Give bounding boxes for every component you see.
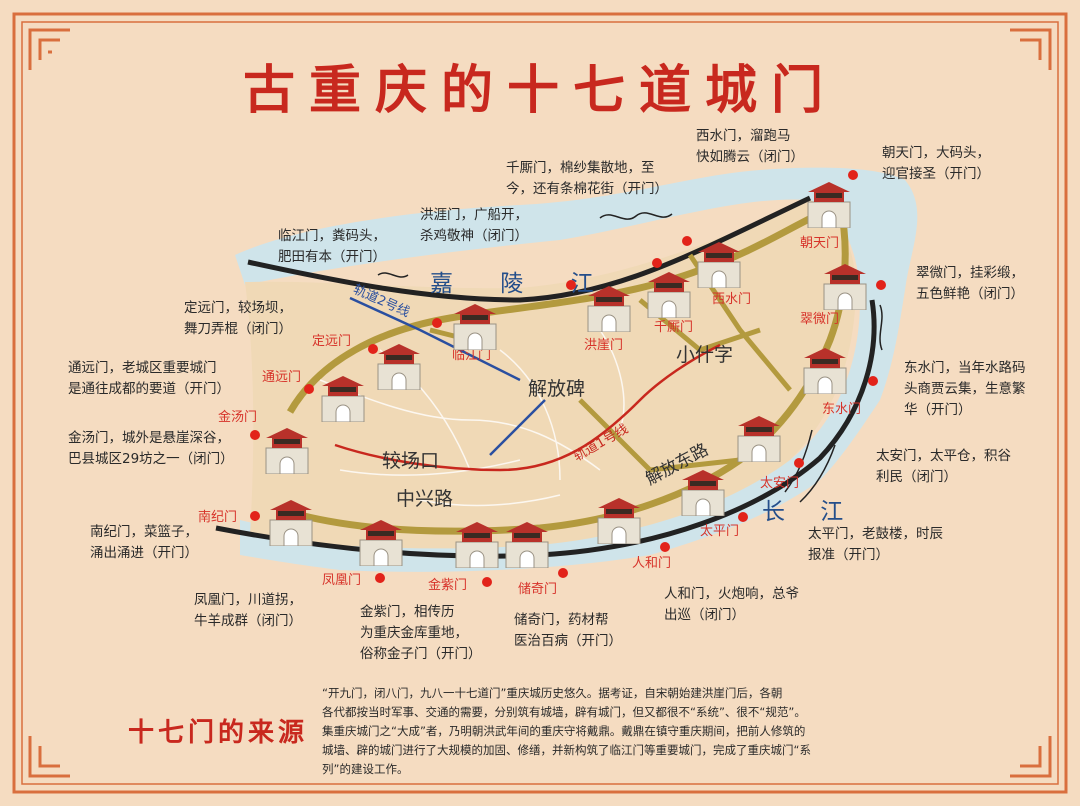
gate-marker-dot <box>250 511 260 521</box>
gate-note-dingyuanmen: 定远门，较场坝， 舞刀弄棍（闭门） <box>184 300 292 337</box>
map-label-renhemen: 人和门 <box>632 556 672 571</box>
gate-tower-icon <box>678 468 728 517</box>
gate-note-linjiangmen: 临江门，粪码头， 肥田有本（开门） <box>278 228 386 265</box>
gate-note-chuqimen: 储奇门，药材帮 医治百病（开门） <box>514 612 622 649</box>
gate-note-cuiweimen: 翠微门，挂彩缎， 五色鲜艳（闭门） <box>916 265 1024 302</box>
gate-note-chaotianmen: 朝天门，大码头， 迎官接圣（开门） <box>882 145 990 182</box>
gate-marker-dot <box>794 458 804 468</box>
map-label-cuiweimen: 翠微门 <box>800 312 840 327</box>
gate-tower-icon <box>694 240 744 289</box>
gate-marker-dot <box>250 430 260 440</box>
map-label-jintangmen: 金汤门 <box>218 410 258 425</box>
jialing-bank-line <box>247 195 812 303</box>
map-label-taipingmen: 太平门 <box>700 524 740 539</box>
gate-tower-icon <box>266 498 316 547</box>
gate-tower-icon <box>644 270 694 319</box>
map-label-chuqimen: 储奇门 <box>518 582 558 597</box>
map-label-jinzimen: 金紫门 <box>428 578 468 593</box>
yangtze-river-label: 长 江 <box>762 499 858 525</box>
gate-note-jinzimen: 金紫门，相传历 为重庆金库重地， 俗称金子门（开门） <box>360 604 482 662</box>
metro-line-2 <box>349 296 521 382</box>
gate-note-hongyamen: 洪涯门，广船开， 杀鸡敬神（闭门） <box>420 207 528 244</box>
place-jiefangbei: 解放碑 <box>528 378 586 400</box>
gate-tower-icon <box>804 180 854 229</box>
origin-section-text: “开九门，闭八门，九八一十七道门”重庆城历史悠久。据考证，自宋朝始建洪崖门后，各… <box>322 686 811 776</box>
decorative-border <box>12 12 1068 794</box>
gate-marker-dot <box>868 376 878 386</box>
gate-tower-icon <box>356 518 406 567</box>
gate-tower-icon <box>584 284 634 333</box>
gate-tower-icon <box>734 414 784 463</box>
gate-marker-dot <box>848 170 858 180</box>
gate-note-xishuimen: 西水门，溜跑马 快如腾云（闭门） <box>696 128 804 165</box>
gate-note-jintangmen: 金汤门，城外是悬崖深谷， 巴县城区29坊之一（闭门） <box>68 430 234 467</box>
poster-title: 古重庆的十七道城门 <box>242 60 837 121</box>
gate-marker-dot <box>375 573 385 583</box>
map-label-dongshuimen: 东水门 <box>822 402 862 417</box>
gate-note-dongshuimen: 东水门，当年水路码 头商贾云集，生意繁 华（开门） <box>904 360 1026 418</box>
gate-tower-icon <box>452 520 502 569</box>
gate-tower-icon <box>594 496 644 545</box>
road-network <box>429 253 792 473</box>
place-xiaoshizi: 小什字 <box>676 344 734 366</box>
gate-note-tongyuanmen: 通远门，老城区重要城门 是通往成都的要道（开门） <box>68 360 230 397</box>
gate-tower-icon <box>318 374 368 423</box>
origin-section-title: 十七门的来源 <box>128 718 309 748</box>
map-label-fenghuangmen: 凤凰门 <box>322 573 362 588</box>
map-label-linjiangmen: 临江门 <box>452 348 492 363</box>
gate-note-nanjimen: 南纪门，菜篮子， 涌出涌进（开门） <box>90 524 198 561</box>
gate-tower-icon <box>820 262 870 311</box>
corner-ornaments <box>28 28 1052 778</box>
gate-marker-dot <box>558 568 568 578</box>
yangtze-bank-line <box>215 299 877 559</box>
gate-marker-dot <box>876 280 886 290</box>
gate-marker-dot <box>566 280 576 290</box>
metro-line-2-extend <box>489 399 546 456</box>
gate-note-renhemen: 人和门，火炮响，总爷 出巡（闭门） <box>664 586 799 623</box>
map-label-chaotianmen: 朝天门 <box>800 236 840 251</box>
gate-tower-icon <box>502 520 552 569</box>
place-jiaochangkou: 较场口 <box>382 450 440 472</box>
map-label-xishuimen: 西水门 <box>712 292 752 307</box>
gate-marker-dot <box>368 344 378 354</box>
gate-marker-dot <box>304 384 314 394</box>
metro-line-1 <box>334 343 721 472</box>
gate-marker-dot <box>652 258 662 268</box>
map-label-nanjimen: 南纪门 <box>198 510 238 525</box>
gate-marker-dot <box>482 577 492 587</box>
gate-note-taipingmen: 太平门，老鼓楼，时辰 报准（开门） <box>808 526 943 563</box>
gate-marker-dot <box>660 542 670 552</box>
map-label-taianmen: 太安门 <box>760 476 800 491</box>
map-label-dingyuanmen: 定远门 <box>312 334 352 349</box>
gate-marker-dot <box>738 512 748 522</box>
gate-note-taianmen: 太安门，太平仓，积谷 利民（闭门） <box>876 448 1011 485</box>
place-zhongxinglu: 中兴路 <box>396 488 454 510</box>
map-label-tongyuanmen: 通远门 <box>262 370 302 385</box>
gate-tower-icon <box>374 342 424 391</box>
gate-marker-dot <box>432 318 442 328</box>
map-label-hongyamen: 洪崖门 <box>584 338 624 353</box>
map-label-qiansimen: 千厮门 <box>654 320 694 335</box>
gate-tower-icon <box>800 346 850 395</box>
gate-tower-icon <box>262 426 312 475</box>
gate-tower-icon <box>450 302 500 351</box>
gate-note-qiansimen: 千厮门，棉纱集散地，至 今，还有条棉花街（开门） <box>506 160 668 197</box>
gate-note-fenghuangmen: 凤凰门，川道拐， 牛羊成群（闭门） <box>194 592 302 629</box>
gate-marker-dot <box>682 236 692 246</box>
